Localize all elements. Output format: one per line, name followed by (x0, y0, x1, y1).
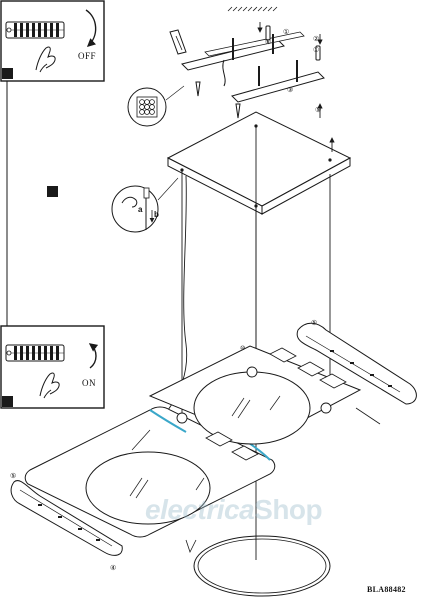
warning-square-icon (47, 186, 58, 197)
mounting-bracket (169, 6, 325, 119)
end-cap-left: ⑤ ④ (10, 429, 151, 572)
callout-2: ② (313, 35, 319, 43)
rotate-off-arrow-icon (85, 9, 97, 47)
callout-6: ⑥ (265, 38, 271, 46)
hand-icon (35, 46, 56, 73)
power-off-panel (0, 0, 105, 82)
callout-1b: ① (313, 46, 319, 54)
callout-5b: ⑤ (311, 319, 317, 327)
warning-square-icon (2, 68, 13, 79)
callout-10: ⑩ (240, 345, 245, 352)
ceiling-canopy (166, 111, 352, 215)
rotate-on-arrow-icon (88, 343, 99, 369)
watermark-brand-part2: Shop (254, 494, 323, 525)
callout-3: ③ (287, 86, 293, 94)
watermark-brand-part1: electrica (145, 494, 255, 525)
end-cap-right: ⑤ (296, 319, 417, 425)
terminal-block-icon (5, 344, 65, 362)
callout-5: ⑤ (315, 106, 321, 114)
step-a-label: a (138, 205, 143, 214)
on-switch-label: ON (82, 378, 96, 388)
terminal-block-icon (5, 21, 65, 39)
watermark-logo: electricaShop (145, 494, 323, 526)
callout-5c: ⑤ (10, 472, 16, 480)
hanging-ring (185, 535, 331, 597)
cable-grip-detail-circle: a b (111, 177, 179, 233)
connector-detail-circle (127, 85, 185, 127)
lamp-body: ⑩ (24, 345, 362, 538)
callout-1: ① (283, 28, 289, 36)
off-switch-label: OFF (78, 51, 97, 61)
step-b-label: b (154, 210, 159, 219)
callout-4: ④ (110, 564, 116, 572)
model-code: BLA88482 (367, 585, 406, 594)
hand-icon (39, 372, 60, 399)
warning-square-icon (2, 396, 13, 407)
power-on-panel (0, 325, 105, 409)
